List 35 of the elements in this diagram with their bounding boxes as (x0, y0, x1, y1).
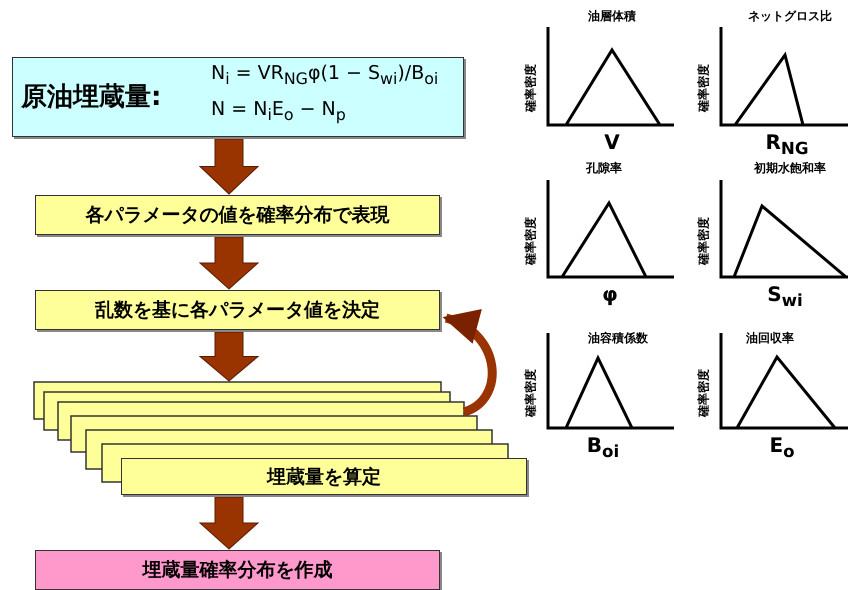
process-box (121, 458, 527, 495)
axis-title: 確率密度 (522, 64, 538, 112)
axis-title: 確率密度 (522, 216, 538, 264)
step-text: 埋蔵量確率分布を作成 (142, 558, 332, 583)
chart-title: 油層体積 (588, 8, 636, 25)
axis-title: 確率密度 (696, 64, 712, 112)
axis-title: 確率密度 (696, 216, 712, 264)
step-text: 乱数を基に各パラメータ値を決定 (95, 298, 380, 323)
chart-title: 孔隙率 (586, 160, 622, 177)
axis-title: 確率密度 (696, 368, 712, 416)
axis-title: V (604, 130, 620, 154)
block-arrow (198, 236, 260, 290)
formula: N = N$_{i}$E$_{o}$ − N$_{p}$ (211, 98, 346, 124)
axis-title: B$_{oi}$ (586, 433, 620, 461)
block-arrow (198, 332, 260, 382)
step-text: 埋蔵量を算定 (267, 464, 381, 490)
step-text: 各パラメータの値を確率分布で表現 (86, 203, 390, 228)
curved-arrow (442, 312, 497, 416)
axis-title: S$_{wi}$ (767, 282, 803, 310)
chart-title: 初期水飽和率 (754, 160, 826, 177)
chart-title: 油容積係数 (588, 330, 648, 347)
axis-title: φ (602, 282, 618, 306)
process-box (35, 290, 440, 330)
axis-title: E$_{o}$ (769, 433, 795, 461)
block-arrow (198, 496, 260, 550)
formula-box (12, 57, 464, 137)
axis-title: 確率密度 (522, 368, 538, 416)
block-arrow (198, 138, 260, 195)
heading: 原油埋蔵量: (21, 81, 162, 114)
chart-title: ネットグロス比 (748, 8, 832, 25)
chart-title: 油回収率 (746, 330, 794, 347)
process-box (35, 195, 440, 235)
formula: N$_{i}$ = VR$_{NG}$φ(1 − S$_{wi}$)/B$_{oi}$ (211, 62, 438, 88)
process-box (35, 550, 440, 590)
axis-title: R$_{NG}$ (765, 130, 809, 158)
